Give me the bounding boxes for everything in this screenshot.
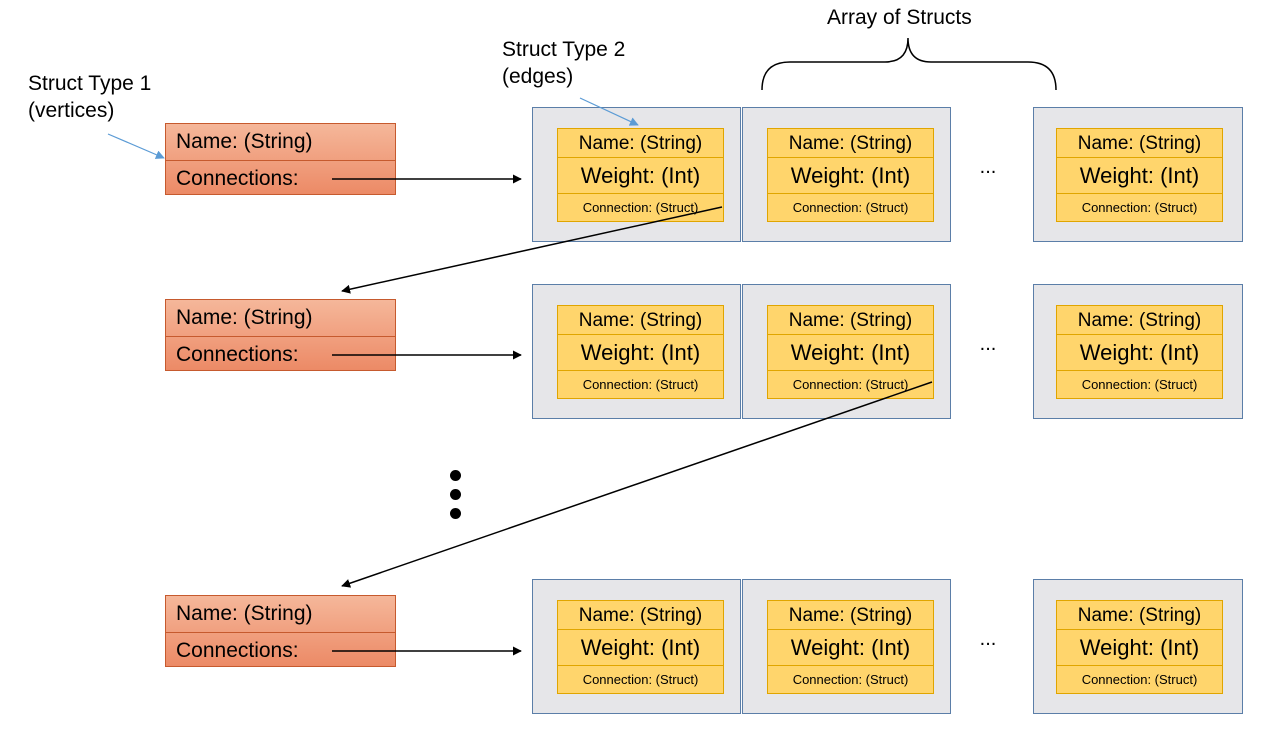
vertex-struct-1: Name: (String) Connections: [165, 123, 396, 195]
vertex-name-field: Name: (String) [176, 130, 313, 153]
vertex-struct-3: Name: (String) Connections: [165, 595, 396, 667]
array-of-structs-label: Array of Structs [827, 6, 972, 29]
edge-struct: Name: (String) Weight: (Int) Connection:… [1056, 128, 1223, 222]
edge-struct: Name: (String) Weight: (Int) Connection:… [557, 600, 724, 694]
vertical-ellipsis [449, 470, 463, 520]
edge-connection-field: Connection: (Struct) [582, 672, 699, 687]
edge-weight-field: Weight: (Int) [1057, 335, 1222, 371]
edge-connection-arrow-1 [341, 206, 723, 294]
edge-array-1: Name: (String) Weight: (Int) Connection:… [532, 107, 1243, 242]
array-cell: Name: (String) Weight: (Int) Connection:… [742, 107, 951, 242]
edge-connection-field: Connection: (Struct) [1081, 672, 1198, 687]
array-ellipsis: ... [979, 333, 997, 355]
edge-struct: Name: (String) Weight: (Int) Connection:… [767, 305, 934, 399]
array-cell: Name: (String) Weight: (Int) Connection:… [1033, 107, 1243, 242]
array-cell: Name: (String) Weight: (Int) Connection:… [532, 579, 741, 714]
edge-struct: Name: (String) Weight: (Int) Connection:… [557, 128, 724, 222]
edge-weight-field: Weight: (Int) [1057, 630, 1222, 666]
edge-connection-field: Connection: (Struct) [792, 200, 909, 215]
array-cell: Name: (String) Weight: (Int) Connection:… [1033, 579, 1243, 714]
edge-weight-field: Weight: (Int) [768, 335, 933, 371]
vertex-struct-2: Name: (String) Connections: [165, 299, 396, 371]
array-ellipsis: ... [979, 156, 997, 178]
edge-connection-field: Connection: (Struct) [792, 672, 909, 687]
edge-struct: Name: (String) Weight: (Int) Connection:… [1056, 305, 1223, 399]
edge-connection-arrow-2 [341, 381, 933, 588]
edge-name-field: Name: (String) [768, 601, 933, 630]
edge-name-field: Name: (String) [768, 306, 933, 335]
edge-weight-field: Weight: (Int) [558, 630, 723, 666]
struct-type-2-callout [579, 97, 639, 126]
edge-connection-field: Connection: (Struct) [582, 377, 699, 392]
vertex-name-field: Name: (String) [176, 306, 313, 329]
edge-name-field: Name: (String) [558, 306, 723, 335]
edge-name-field: Name: (String) [1057, 306, 1222, 335]
edge-weight-field: Weight: (Int) [768, 630, 933, 666]
edge-struct: Name: (String) Weight: (Int) Connection:… [1056, 600, 1223, 694]
edge-name-field: Name: (String) [558, 601, 723, 630]
vertex-connections-field: Connections: [166, 160, 395, 196]
edge-struct: Name: (String) Weight: (Int) Connection:… [557, 305, 724, 399]
edge-name-field: Name: (String) [1057, 129, 1222, 158]
vertex-name-field: Name: (String) [176, 602, 313, 625]
edge-connection-field: Connection: (Struct) [1081, 200, 1198, 215]
edge-weight-field: Weight: (Int) [558, 335, 723, 371]
vertex-connections-field: Connections: [166, 632, 395, 668]
array-cell: Name: (String) Weight: (Int) Connection:… [742, 579, 951, 714]
edge-connection-field: Connection: (Struct) [792, 377, 909, 392]
edge-struct: Name: (String) Weight: (Int) Connection:… [767, 128, 934, 222]
edge-connection-field: Connection: (Struct) [1081, 377, 1198, 392]
array-cell: Name: (String) Weight: (Int) Connection:… [742, 284, 951, 419]
vertex-connections-field: Connections: [166, 336, 395, 372]
edge-weight-field: Weight: (Int) [1057, 158, 1222, 194]
array-brace [761, 37, 1057, 91]
array-ellipsis: ... [979, 628, 997, 650]
edge-name-field: Name: (String) [558, 129, 723, 158]
array-cell: Name: (String) Weight: (Int) Connection:… [1033, 284, 1243, 419]
edge-connection-field: Connection: (Struct) [582, 200, 699, 215]
edge-weight-field: Weight: (Int) [768, 158, 933, 194]
array-cell: Name: (String) Weight: (Int) Connection:… [532, 107, 741, 242]
edge-array-3: Name: (String) Weight: (Int) Connection:… [532, 579, 1243, 714]
edge-name-field: Name: (String) [768, 129, 933, 158]
array-cell: Name: (String) Weight: (Int) Connection:… [532, 284, 741, 419]
edge-struct: Name: (String) Weight: (Int) Connection:… [767, 600, 934, 694]
edge-name-field: Name: (String) [1057, 601, 1222, 630]
struct-type-1-callout [107, 133, 165, 159]
edge-weight-field: Weight: (Int) [558, 158, 723, 194]
struct-type-1-label: Struct Type 1 (vertices) [28, 72, 152, 122]
struct-type-2-label: Struct Type 2 (edges) [502, 38, 626, 88]
edge-array-2: Name: (String) Weight: (Int) Connection:… [532, 284, 1243, 419]
